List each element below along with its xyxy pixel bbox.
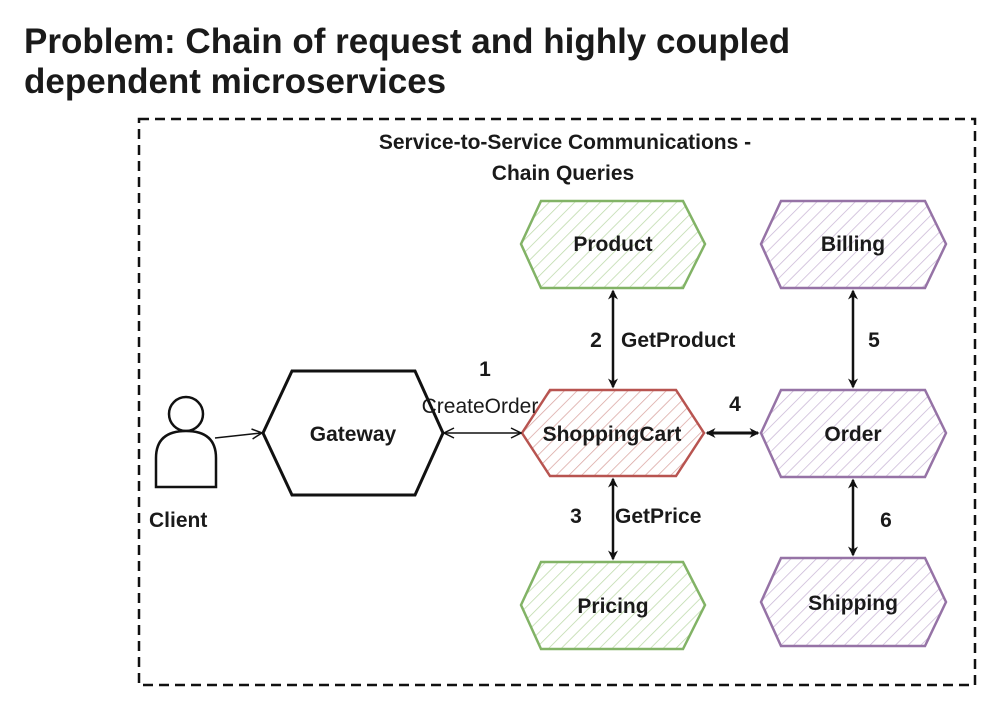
client-actor-icon [154,395,218,489]
client-label: Client [149,509,207,532]
shopping-cart-label: ShoppingCart [543,423,682,446]
frame-title-line-2: Chain Queries [492,162,634,185]
create-order-label: CreateOrder [422,395,539,418]
slide-title: Problem: Chain of request and highly cou… [24,22,984,102]
shipping-node [759,556,948,648]
slide-title-line-1: Problem: Chain of request and highly cou… [24,22,791,61]
pricing-node [519,560,707,651]
get-product-label: GetProduct [621,329,735,352]
service-boundary-frame [137,117,977,687]
get-price-number: 3 [570,505,582,528]
get-price-label: GetPrice [615,505,701,528]
create-order-number: 1 [479,358,491,381]
pricing-label: Pricing [577,595,648,618]
billing-label: Billing [821,233,885,256]
gateway-label: Gateway [310,423,397,446]
slide-title-line-2: dependent microservices [24,62,447,101]
billing-node [759,199,948,290]
shipping-label: Shipping [808,592,898,615]
order-billing-number: 5 [868,329,880,352]
shopping-cart-node [520,388,706,478]
product-label: Product [573,233,652,256]
get-product-number: 2 [590,329,602,352]
product-node [519,199,707,290]
frame-title-line-1: Service-to-Service Communications - [379,131,751,154]
cart-order-number: 4 [729,393,741,416]
order-shipping-number: 6 [880,509,892,532]
order-node [759,388,948,479]
order-label: Order [824,423,881,446]
client-to-gateway-arrow [214,433,261,438]
